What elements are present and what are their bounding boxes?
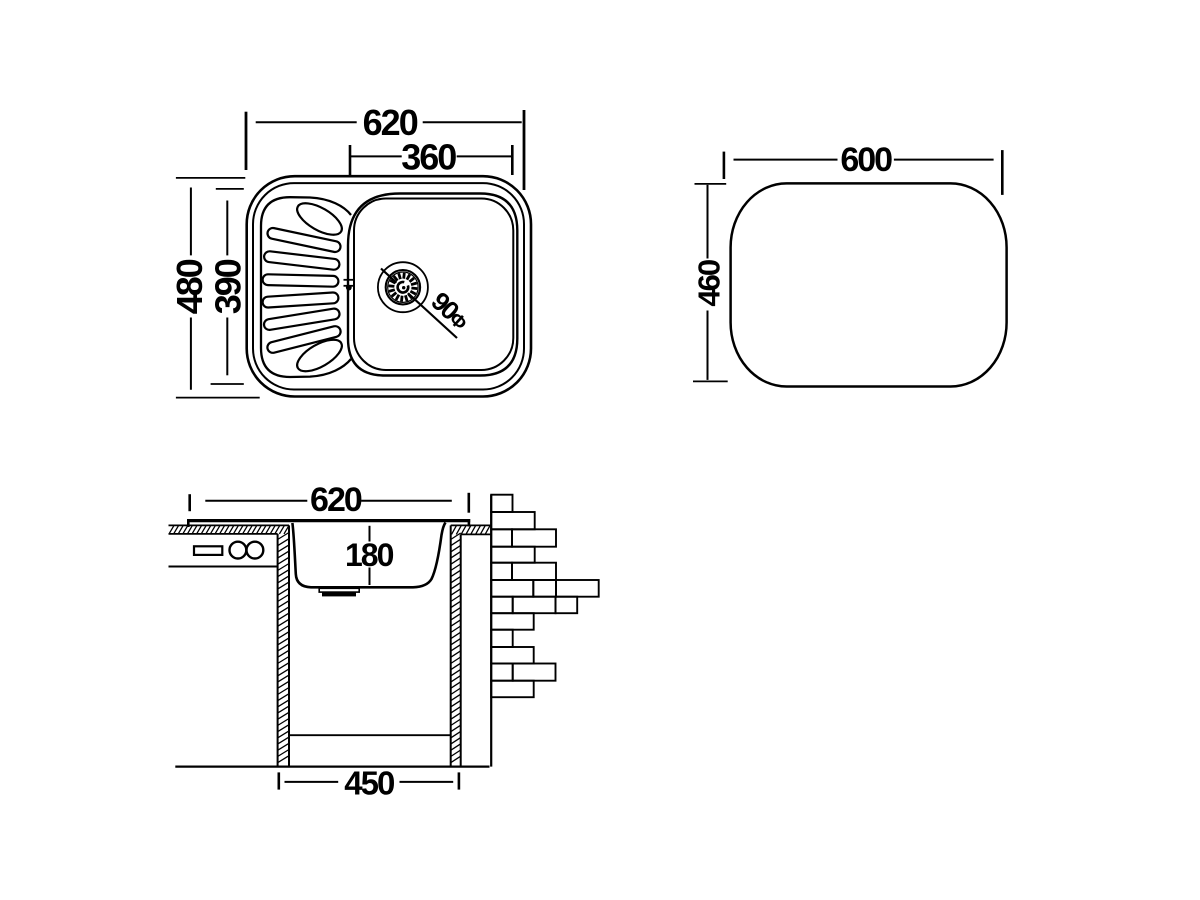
svg-text:600: 600 xyxy=(840,141,892,179)
svg-text:180: 180 xyxy=(345,537,394,573)
svg-text:620: 620 xyxy=(310,481,362,519)
svg-text:460: 460 xyxy=(692,260,727,306)
svg-text:620: 620 xyxy=(363,102,418,143)
svg-text:360: 360 xyxy=(401,136,456,177)
svg-text:450: 450 xyxy=(344,765,394,802)
svg-text:480: 480 xyxy=(169,259,210,314)
svg-text:390: 390 xyxy=(208,259,249,314)
